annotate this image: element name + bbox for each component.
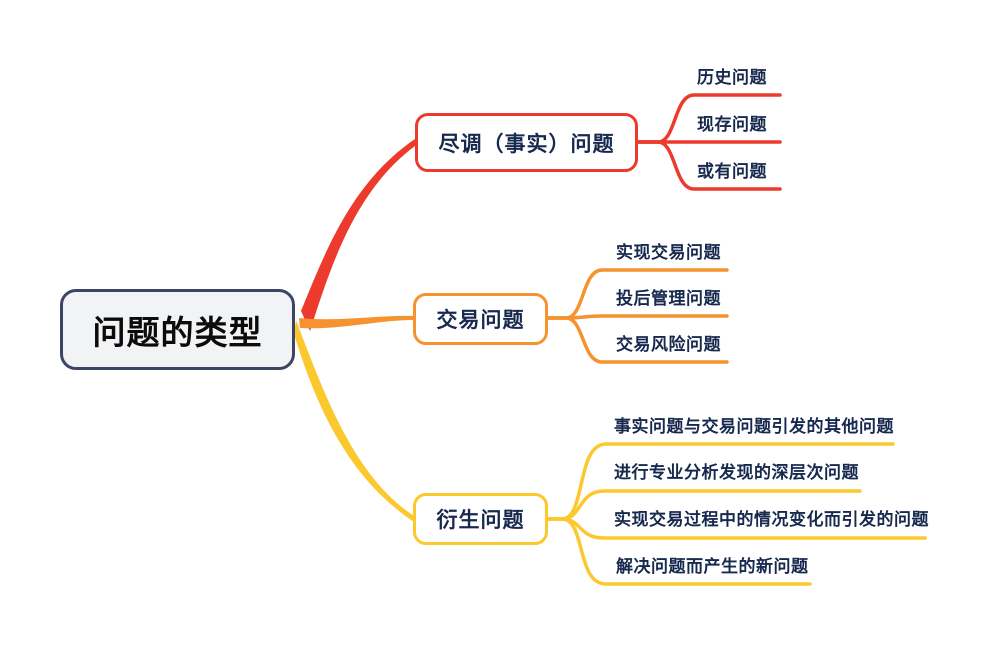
branch-topic-label: 衍生问题 xyxy=(436,509,525,532)
main-branch-curve-orange xyxy=(299,315,414,329)
subtopic-2-0[interactable]: 事实问题与交易问题引发的其他问题 xyxy=(614,417,894,436)
child-connector xyxy=(636,140,782,191)
root-topic[interactable]: 问题的类型 xyxy=(60,289,295,370)
branch-topic-label: 交易问题 xyxy=(436,309,525,332)
branch-topic-duediligence[interactable]: 尽调（事实）问题 xyxy=(415,113,638,172)
root-topic-label: 问题的类型 xyxy=(92,313,263,351)
child-connector xyxy=(546,314,729,320)
subtopic-1-1[interactable]: 投后管理问题 xyxy=(616,289,721,308)
subtopic-2-3[interactable]: 解决问题而产生的新问题 xyxy=(616,557,809,576)
branch-topic-transaction[interactable]: 交易问题 xyxy=(413,293,548,345)
child-connector xyxy=(546,316,729,364)
branch-topic-label: 尽调（事实）问题 xyxy=(438,132,615,156)
subtopic-0-1[interactable]: 现存问题 xyxy=(697,115,767,134)
subtopic-1-0[interactable]: 实现交易问题 xyxy=(616,243,721,262)
subtopic-2-1[interactable]: 进行专业分析发现的深层次问题 xyxy=(614,463,859,482)
subtopic-0-0[interactable]: 历史问题 xyxy=(697,68,767,87)
subtopic-0-2[interactable]: 或有问题 xyxy=(697,162,767,181)
branch-topic-derived[interactable]: 衍生问题 xyxy=(413,493,548,545)
child-connector xyxy=(546,517,812,586)
subtopic-2-2[interactable]: 实现交易过程中的情况变化而引发的问题 xyxy=(614,510,929,529)
main-branch-curve-red xyxy=(301,139,415,331)
main-branch-curve-yellow xyxy=(294,320,414,522)
subtopic-1-2[interactable]: 交易风险问题 xyxy=(616,335,721,354)
